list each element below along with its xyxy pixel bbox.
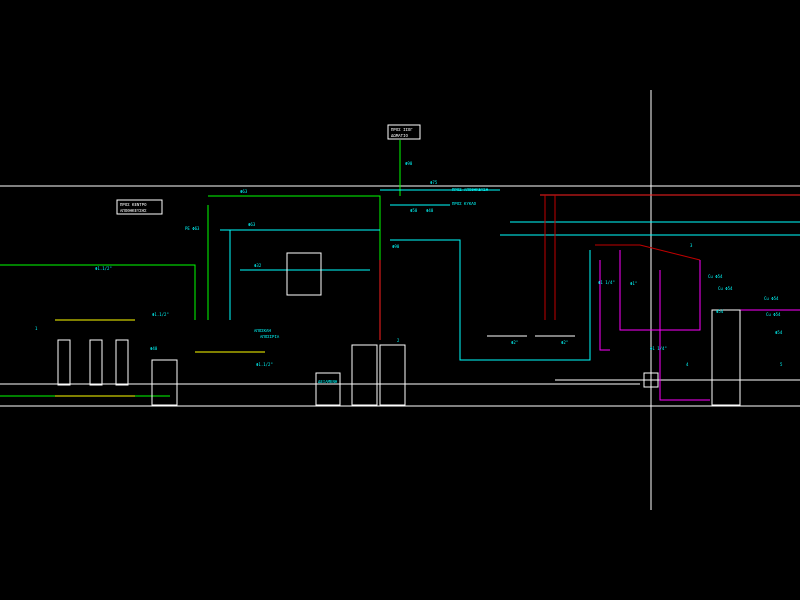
pipe-label-9: Φ40 (150, 346, 158, 351)
label-sign-1: ΑΠΟΣΚΛΗ (254, 328, 271, 333)
marker-2: 2 (397, 338, 400, 343)
hot-water-cylinder (711, 309, 741, 406)
marker-4: 4 (686, 362, 689, 367)
pipe-label-20: Φ1" (630, 281, 637, 286)
magenta-loop-3 (659, 270, 710, 401)
pipe-label-24: Φ90 (392, 244, 400, 249)
pipe-label-10: Φ1.1/2" (95, 266, 112, 271)
label-sign-2: ΑΠΟΣΙΡΙΑ (260, 334, 280, 339)
label-line-1: ΠΡΟΣ ΑΠΟΘΗΚΕΥΣΗ (452, 187, 489, 192)
pipe-label-21: Φ54 (716, 309, 724, 314)
marker-5: 5 (780, 362, 783, 367)
pipe-label-14: Φ2" (561, 340, 568, 345)
top-label-line-1: ΠΡΟΣ ΙΣΟΓ (391, 127, 413, 132)
pipe-label-6: Φ40 (426, 208, 434, 213)
crosshair-pickbox (643, 372, 659, 388)
pipe-label-23: Φ54 (775, 330, 783, 335)
marker-1: 1 (35, 326, 38, 331)
softener-tank (315, 372, 341, 406)
left-label-box (116, 199, 163, 215)
left-label-line-1: ΠΡΟΣ ΚΕΝΤΡΟ (120, 202, 147, 207)
softener-cylinder-1 (351, 344, 378, 406)
tank-label: ΔΕΞΑΜΕΝΗ (318, 379, 338, 384)
top-label-box (387, 124, 421, 140)
pipe-label-19: Cu Φ54 (708, 274, 723, 279)
pipe-label-11: Φ1.1/2" (152, 312, 169, 317)
pump-3 (115, 339, 129, 386)
green-main-pipe (0, 264, 196, 320)
pressure-vessel (151, 359, 178, 406)
magenta-loop-1 (599, 260, 610, 351)
pipe-label-12: Φ1.1/2" (256, 362, 273, 367)
softener-cylinder-2 (379, 344, 406, 406)
pipe-label-22: Cu Φ54 (766, 312, 781, 317)
pipe-label-18: Cu Φ54 (764, 296, 779, 301)
cyan-line-6 (390, 239, 591, 361)
pipe-label-17: Cu Φ54 (718, 286, 733, 291)
pipe-label-1: Φ90 (405, 161, 413, 166)
pipe-label-4: Φ63 (248, 222, 256, 227)
marker-3: 3 (690, 243, 693, 248)
left-label-line-2: ΑΠΟΘΗΚΕΥΣΗΣ (120, 208, 147, 213)
pipe-label-7: Φ32 (254, 263, 262, 268)
pipe-label-2: Φ75 (430, 180, 438, 185)
pipe-label-16: Φ1 1/4" (598, 280, 615, 285)
pipe-label-5: Φ50 (410, 208, 418, 213)
pump-1 (57, 339, 71, 386)
pipe-label-3: Φ63 (240, 189, 248, 194)
label-line-2: ΠΡΟΣ ΚΥΚΛΟ (452, 201, 477, 206)
green-pipe-header (208, 195, 381, 330)
pump-2 (89, 339, 103, 386)
pipe-label-13: Φ2" (511, 340, 518, 345)
top-label-line-2: ΔΩΜΑΤΙΟ (391, 133, 408, 138)
pipe-label-15: Φ1 1/4" (650, 346, 667, 351)
pipe-label-8: PE Φ63 (185, 226, 200, 231)
red-line-5 (595, 244, 701, 261)
filter-housing (286, 252, 322, 296)
